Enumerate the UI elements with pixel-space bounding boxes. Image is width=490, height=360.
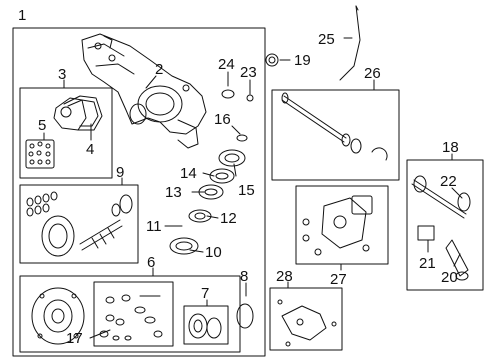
ring-pinion-drawing [26, 191, 133, 257]
callout-15: 15 [238, 182, 255, 199]
actuator-drawing [302, 195, 373, 256]
callout-18: 18 [442, 139, 459, 156]
box-17-pinion-kit [93, 281, 174, 347]
box-28-bracket [269, 287, 343, 351]
bracket-drawing [277, 299, 337, 347]
callout-11: 11 [146, 218, 162, 235]
callout-23: 23 [240, 64, 257, 81]
callout-25: 25 [318, 31, 335, 48]
callout-3: 3 [58, 66, 66, 83]
callout-9: 9 [116, 164, 124, 181]
callout-1: 1 [18, 7, 26, 24]
box-7-bearing-kit [183, 305, 229, 345]
callout-5: 5 [38, 117, 46, 134]
callout-14: 14 [180, 165, 197, 182]
callout-19: 19 [294, 52, 311, 69]
callout-10: 10 [205, 244, 222, 261]
callout-numbers: 1 2 3 4 5 6 7 8 9 10 11 12 13 14 15 16 1… [18, 7, 459, 347]
breather-tube-drawing [265, 5, 361, 81]
box-26-axle-shaft [271, 89, 400, 181]
axle-shaft-drawing [281, 92, 388, 161]
joint-shaft-drawing [411, 175, 471, 281]
leader-lines [43, 37, 463, 339]
callout-2: 2 [155, 61, 163, 78]
callout-21: 21 [419, 255, 436, 272]
callout-27: 27 [330, 271, 347, 288]
cover-kit-drawing [25, 95, 103, 169]
box-18-joint-shaft [406, 159, 484, 291]
callout-22: 22 [440, 173, 457, 190]
callout-7: 7 [201, 285, 209, 302]
callout-24: 24 [218, 56, 235, 73]
callout-6: 6 [147, 254, 155, 271]
axle-housing-drawing [81, 33, 207, 149]
callout-26: 26 [364, 65, 381, 82]
box-3-cover-kit [19, 87, 113, 179]
callout-28: 28 [276, 268, 293, 285]
callout-13: 13 [165, 184, 182, 201]
callout-20: 20 [441, 269, 458, 286]
callout-17: 17 [66, 330, 83, 347]
box-27-actuator [295, 185, 389, 265]
callout-8: 8 [240, 268, 248, 285]
bearings-seals-drawing [169, 89, 254, 255]
box-9-gear-kit [19, 184, 139, 264]
callout-16: 16 [214, 111, 231, 128]
callout-4: 4 [86, 141, 94, 158]
case-assembly-drawing [31, 287, 254, 345]
box-6-case-assembly [19, 275, 241, 353]
callout-12: 12 [220, 210, 237, 227]
box-1-axle-assembly [12, 27, 266, 357]
